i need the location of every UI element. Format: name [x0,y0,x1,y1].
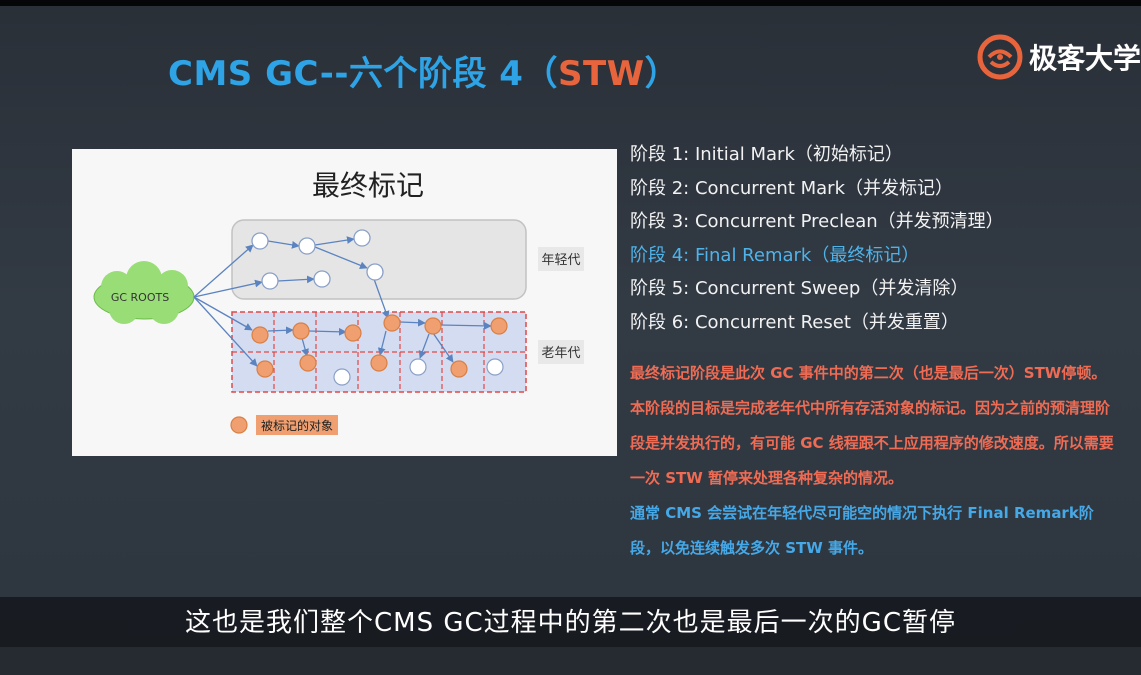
legend-label: 被标记的对象 [261,418,333,433]
final-remark-diagram: 最终标记 年轻代 老年代 GC ROOTS [72,149,617,456]
old-gen-label: 老年代 [541,346,580,361]
stage-list: 阶段 1: Initial Mark（初始标记） 阶段 2: Concurren… [630,141,1130,343]
geek-logo-icon [977,34,1023,80]
stage-item-3: 阶段 3: Concurrent Preclean（并发预清理） [630,211,1004,233]
stage-item-6: 阶段 6: Concurrent Reset（并发重置） [630,311,959,333]
subtitle-bar [0,597,1141,647]
slide-title: CMS GC--六个阶段 4（STW） [168,46,679,95]
stage-item-2: 阶段 2: Concurrent Mark（并发标记） [630,177,953,199]
young-gen-objects [251,229,384,290]
legend-label-box [256,415,338,435]
legend-marked-icon [230,416,248,434]
stage-item-4-active: 阶段 4: Final Remark（最终标记） [630,244,920,266]
diagram-title: 最终标记 [312,169,424,202]
young-gen-label: 年轻代 [541,253,580,268]
title-stw: STW [557,54,645,94]
young-gen-label-box [538,247,584,271]
logo-text: 极客大学 [1029,42,1141,75]
geek-university-logo: 极客大学 [977,34,1141,80]
old-gen-label-box [538,340,584,364]
stage-item-1: 阶段 1: Initial Mark（初始标记） [630,144,903,165]
young-gen-region [231,219,527,300]
gc-roots-cloud [93,261,195,324]
stage-description: 最终标记阶段是此次 GC 事件中的第二次（也是最后一次）STW停顿。本阶段的目标… [630,356,1120,566]
top-letterbox [0,0,1141,6]
old-gen-marked-objects [251,314,508,378]
gc-roots-label: GC ROOTS [111,291,169,304]
old-gen-unmarked-objects [333,358,504,386]
diagram-canvas: 最终标记 年轻代 老年代 GC ROOTS [93,169,584,435]
title-main: CMS GC--六个阶段 4（ [168,54,558,94]
description-paragraph-2: 通常 CMS 会尝试在年轻代尽可能空的情况下执行 Final Remark阶段，… [630,504,1094,557]
title-end: ） [644,54,680,94]
video-subtitle: 这也是我们整个CMS GC过程中的第二次也是最后一次的GC暂停 [185,608,956,638]
stage-item-5: 阶段 5: Concurrent Sweep（并发清除） [630,278,969,300]
bottom-letterbox [0,647,1141,675]
reference-arrows [193,236,492,367]
description-paragraph-1: 最终标记阶段是此次 GC 事件中的第二次（也是最后一次）STW停顿。本阶段的目标… [630,364,1114,487]
